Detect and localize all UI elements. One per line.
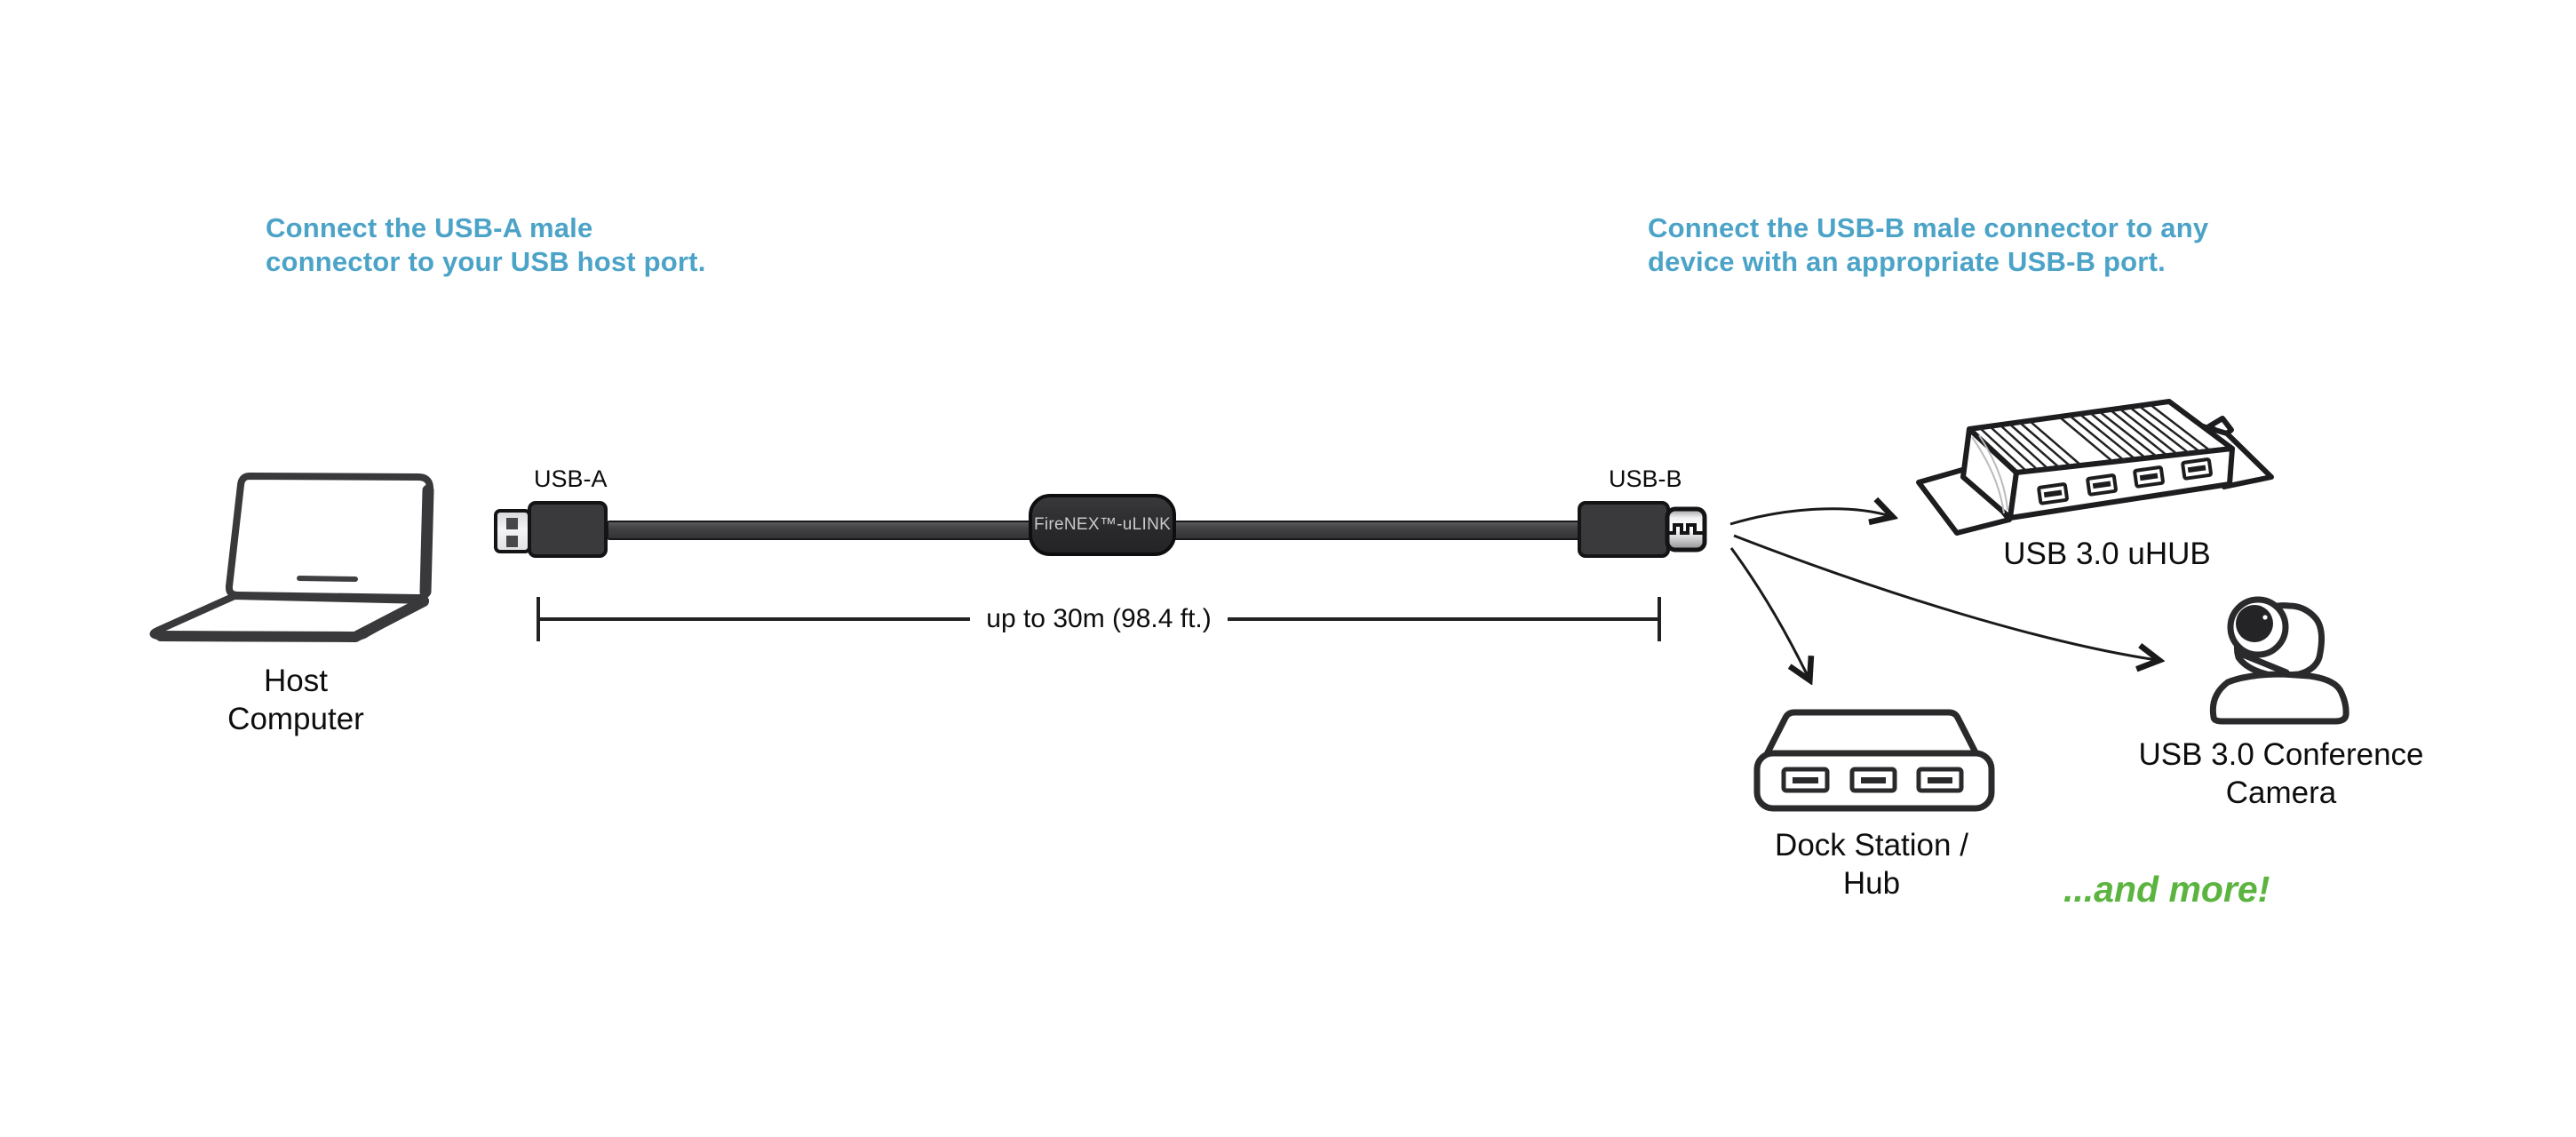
length-bracket: up to 30m (98.4 ft.): [537, 597, 1661, 641]
usb-a-label: USB-A: [534, 465, 608, 492]
instruction-usb-a-line1: Connect the USB-A male: [266, 212, 593, 243]
repeater-label: FireNEX™-uLINK: [1033, 515, 1172, 534]
instruction-usb-a: Connect the USB-A male connector to your…: [266, 211, 706, 279]
hub-label: USB 3.0 uHUB: [2003, 537, 2211, 571]
dock-label: Dock Station / Hub: [1775, 828, 1968, 901]
camera-label: USB 3.0 Conference Camera: [2138, 737, 2424, 810]
usb-a-connector-icon: [494, 509, 531, 553]
instruction-usb-a-line2: connector to your USB host port.: [266, 246, 706, 277]
bracket-right-tick: [1658, 597, 1661, 641]
usb-a-connector-body: [528, 501, 608, 558]
and-more-text: ...and more!: [2063, 869, 2270, 910]
usb-b-connector-body: [1578, 501, 1670, 558]
instruction-usb-b-line1: Connect the USB-B male connector to any: [1648, 212, 2209, 243]
usb-b-label: USB-B: [1609, 465, 1682, 492]
bracket-left-tick: [537, 597, 540, 641]
instruction-usb-b-line2: device with an appropriate USB-B port.: [1648, 246, 2166, 277]
arrow-to-dock: [1729, 547, 1809, 678]
dock-icon: [1753, 709, 1995, 812]
cable-length-label: up to 30m (98.4 ft.): [986, 604, 1212, 633]
hub-icon: [1916, 399, 2274, 536]
hub-usb-ports: [2037, 457, 2213, 505]
arrow-to-hub: [1729, 509, 1890, 526]
hub-ribs: [1978, 403, 2212, 473]
repeater-badge: FireNEX™-uLINK: [1029, 494, 1176, 556]
camera-icon: [2209, 596, 2349, 725]
host-computer-icon: [149, 473, 434, 642]
host-computer-label: Host Computer: [227, 664, 364, 736]
usb-b-connector-icon: [1665, 506, 1707, 553]
instruction-usb-b: Connect the USB-B male connector to any …: [1648, 211, 2208, 279]
